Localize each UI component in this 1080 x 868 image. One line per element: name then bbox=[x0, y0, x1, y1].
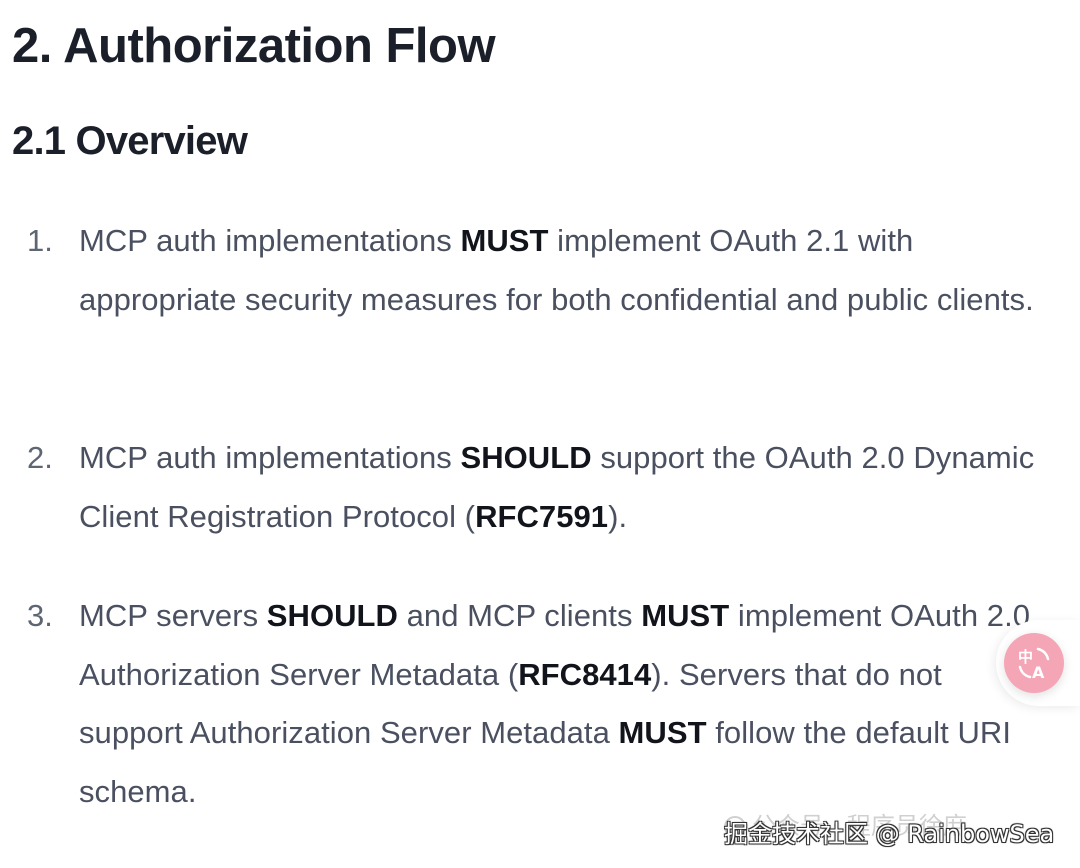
watermark-wechat-text: 公众号 · 程序员徐庶 bbox=[752, 812, 967, 840]
translate-button[interactable]: 中 A bbox=[1004, 633, 1064, 693]
keyword-must: MUST bbox=[618, 715, 707, 750]
keyword-must: MUST bbox=[641, 598, 730, 633]
text-run: MCP servers bbox=[79, 598, 267, 633]
keyword-should: SHOULD bbox=[460, 440, 592, 475]
list-item-number: 2. bbox=[27, 440, 53, 475]
keyword-should: SHOULD bbox=[266, 598, 398, 633]
text-run: and MCP clients bbox=[397, 598, 642, 633]
translate-icon: 中 A bbox=[1016, 645, 1052, 681]
watermark-juejin: 掘金技术社区 @ RainbowSea bbox=[724, 820, 1055, 848]
text-run: follow the default URI schema. bbox=[79, 715, 1011, 809]
svg-text:中: 中 bbox=[1018, 648, 1033, 666]
keyword-must: MUST bbox=[460, 223, 549, 258]
list-item-number: 1. bbox=[27, 223, 53, 258]
list-item-text: MCP servers SHOULD and MCP clients MUST … bbox=[79, 587, 1039, 821]
text-run: ). bbox=[608, 498, 628, 534]
rfc-reference: RFC8414 bbox=[518, 656, 652, 692]
list-item-number: 3. bbox=[27, 598, 53, 633]
text-run: MCP auth implementations bbox=[79, 440, 461, 475]
section-heading: 2. Authorization Flow bbox=[12, 19, 496, 73]
watermark-wechat: 公众号 · 程序员徐庶 bbox=[724, 806, 967, 841]
text-run: implement OAuth 2.1 with appropriate sec… bbox=[79, 223, 1034, 317]
list-item-text: MCP auth implementations SHOULD support … bbox=[79, 429, 1039, 546]
text-run: support the OAuth 2.0 Dynamic Client Reg… bbox=[79, 440, 1035, 534]
svg-text:A: A bbox=[1032, 663, 1045, 681]
rfc-reference: RFC7591 bbox=[475, 498, 609, 534]
text-run: MCP auth implementations bbox=[79, 223, 461, 258]
text-run: implement OAuth 2.0 Authorization Server… bbox=[79, 598, 1031, 692]
subsection-heading: 2.1 Overview bbox=[12, 119, 248, 163]
text-run: ). Servers that do not support Authoriza… bbox=[79, 656, 942, 751]
wechat-logo-icon bbox=[724, 816, 746, 838]
list-item-text: MCP auth implementations MUST implement … bbox=[79, 212, 1039, 329]
